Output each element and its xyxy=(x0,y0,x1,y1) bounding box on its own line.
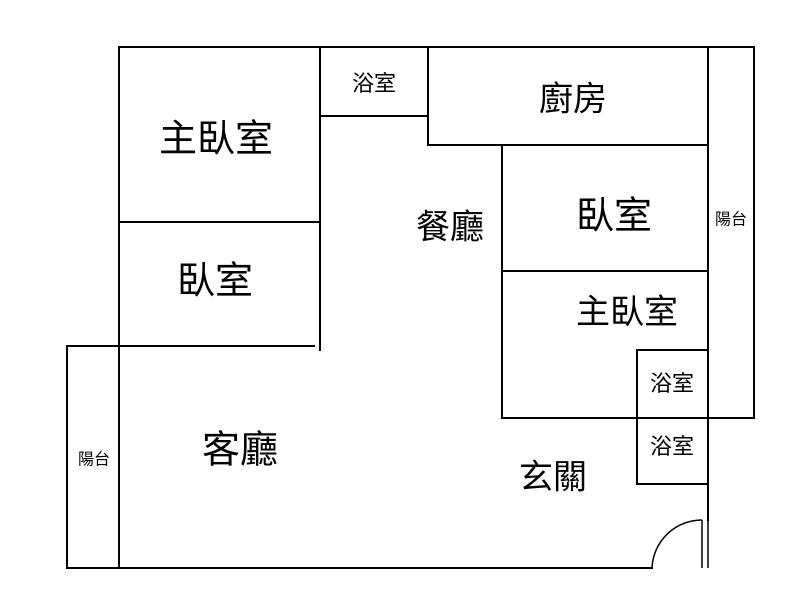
label-bathroom-top: 浴室 xyxy=(352,72,396,97)
label-master-bedroom-left: 主臥室 xyxy=(159,117,273,161)
label-bedroom-left: 臥室 xyxy=(177,259,253,303)
label-balcony-right: 陽台 xyxy=(715,210,747,229)
room-labels: 主臥室 臥室 浴室 廚房 餐廳 臥室 陽台 主臥室 浴室 浴室 客廳 陽台 玄關 xyxy=(78,72,747,498)
label-dining-room: 餐廳 xyxy=(416,208,484,248)
label-master-bedroom-right: 主臥室 xyxy=(576,293,678,333)
walls xyxy=(66,46,755,569)
label-bedroom-right: 臥室 xyxy=(576,194,652,238)
label-bathroom-right-upper: 浴室 xyxy=(650,372,694,397)
label-bathroom-right-lower: 浴室 xyxy=(650,435,694,460)
door-swing-arc xyxy=(651,519,703,569)
entrance-door xyxy=(651,519,709,569)
label-entrance: 玄關 xyxy=(519,458,587,498)
label-balcony-left: 陽台 xyxy=(78,450,110,469)
label-living-room: 客廳 xyxy=(202,428,278,472)
label-kitchen: 廚房 xyxy=(539,80,607,120)
